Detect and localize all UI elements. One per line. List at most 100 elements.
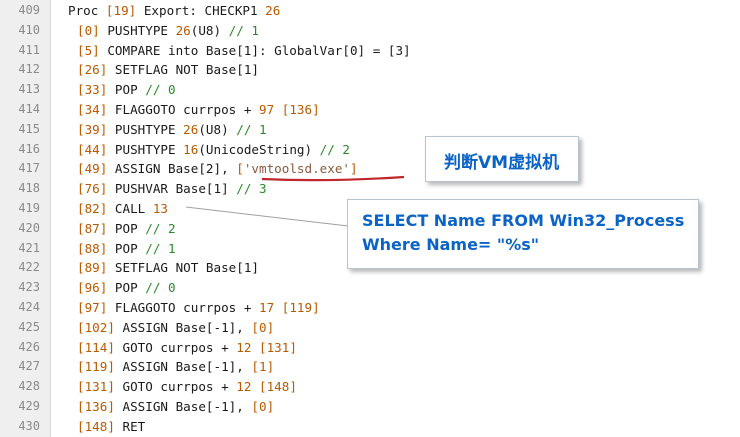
code-line[interactable]: 412[26] SETFLAG NOT Base[1] <box>0 60 740 80</box>
code-line[interactable]: 429[136] ASSIGN Base[-1], [0] <box>0 397 740 417</box>
code-text: [0] PUSHTYPE 26(U8) // 1 <box>68 21 259 41</box>
code-text: [148] RET <box>68 417 145 437</box>
code-token: // 0 <box>145 280 176 296</box>
code-token: [19] <box>105 3 137 18</box>
code-token: [82] <box>77 200 108 216</box>
code-token: [102] <box>77 319 115 335</box>
code-token: 16 <box>183 141 199 157</box>
line-number: 428 <box>18 379 40 394</box>
code-text: [34] FLAGGOTO currpos + 97 [136] <box>68 100 320 120</box>
code-token: [5] <box>77 42 100 58</box>
code-token: [88] <box>77 240 108 256</box>
code-token: // 0 <box>145 82 176 98</box>
code-line[interactable]: 414[34] FLAGGOTO currpos + 97 [136] <box>0 100 740 120</box>
code-token: [136] <box>281 101 320 117</box>
code-line[interactable]: 426 [114] GOTO currpos + 12 [131] <box>0 338 740 358</box>
wmi-query-line-2: Where Name= "%s" <box>362 235 540 254</box>
code-token: // 1 <box>145 240 176 256</box>
code-line[interactable]: 430[148] RET <box>0 417 740 437</box>
code-token: GOTO currpos + <box>114 379 237 395</box>
code-line[interactable]: 418 [76] PUSHVAR Base[1] // 3 <box>0 179 740 199</box>
code-text: Proc [19] Export: CHECKP1 26 <box>68 1 280 21</box>
code-token: 'vmtoolsd.exe' <box>243 161 350 177</box>
code-token: [1] <box>251 359 275 375</box>
code-token: 13 <box>152 200 169 216</box>
code-token: PUSHTYPE <box>107 141 184 157</box>
code-token: 26 <box>175 22 191 38</box>
code-token: [131] <box>259 339 297 355</box>
code-line[interactable]: 411[5] COMPARE into Base[1]: GlobalVar[0… <box>0 41 740 61</box>
code-token: [0] <box>251 398 275 414</box>
line-number: 409 <box>18 3 40 17</box>
vm-detection-callout: 判断VM虚拟机 <box>425 136 579 182</box>
code-token: [131] <box>77 379 115 395</box>
code-line[interactable]: 417 [49] ASSIGN Base[2], ['vmtoolsd.exe'] <box>0 159 740 179</box>
code-token: ASSIGN Base[-1], <box>114 319 252 335</box>
code-token: 12 <box>236 339 252 355</box>
code-token: PUSHVAR Base[1] <box>107 181 237 197</box>
code-token: 12 <box>236 379 252 395</box>
code-token: [148] <box>77 418 115 434</box>
line-number: 418 <box>18 181 40 196</box>
code-token: // 2 <box>319 141 351 157</box>
code-text: [82] CALL 13 <box>68 199 168 219</box>
code-token: POP <box>107 240 146 256</box>
code-token: [ <box>236 161 244 177</box>
code-token: FLAGGOTO currpos + <box>107 299 259 315</box>
code-line[interactable]: 410[0] PUSHTYPE 26(U8) // 1 <box>0 21 740 41</box>
line-number: 416 <box>18 141 40 156</box>
code-token: PUSHTYPE <box>107 121 184 137</box>
code-token: [0] <box>251 319 275 335</box>
code-token: [114] <box>77 339 115 355</box>
code-token: CALL <box>107 200 153 216</box>
code-line[interactable]: 415[39] PUSHTYPE 26(U8) // 1 <box>0 120 740 140</box>
code-token: POP <box>107 280 146 296</box>
code-token: [96] <box>77 280 108 296</box>
code-text: [49] ASSIGN Base[2], ['vmtoolsd.exe'] <box>68 159 358 179</box>
line-number: 419 <box>18 200 40 215</box>
wmi-query-line-1: SELECT Name FROM Win32_Process <box>362 211 685 230</box>
code-text: [97] FLAGGOTO currpos + 17 [119] <box>68 298 320 318</box>
code-text: [131] GOTO currpos + 12 [148] <box>68 377 297 397</box>
code-token: // 1 <box>236 121 267 137</box>
code-token: ] <box>350 161 358 177</box>
vmtoolsd-underline <box>261 175 405 182</box>
code-token: PUSHTYPE <box>99 22 176 38</box>
code-line[interactable]: 422[89] SETFLAG NOT Base[1] <box>0 258 740 278</box>
code-line[interactable]: 409 Proc [19] Export: CHECKP1 26 <box>0 1 740 21</box>
line-number: 417 <box>18 161 40 176</box>
line-number-gutter <box>0 0 51 437</box>
code-line[interactable]: 427[119] ASSIGN Base[-1], [1] <box>0 357 740 377</box>
code-line[interactable]: 428 [131] GOTO currpos + 12 [148] <box>0 377 740 397</box>
code-line[interactable]: 416 [44] PUSHTYPE 16(UnicodeString) // 2 <box>0 140 740 160</box>
code-line[interactable]: 419 [82] CALL 13 <box>0 199 740 219</box>
code-token: COMPARE into Base[1]: GlobalVar[0] = [3] <box>99 42 411 58</box>
code-line[interactable]: 423[96] POP // 0 <box>0 278 740 298</box>
code-line[interactable]: 413[33] POP // 0 <box>0 80 740 100</box>
code-token: [76] <box>77 181 108 197</box>
code-line[interactable]: 424[97] FLAGGOTO currpos + 17 [119] <box>0 298 740 318</box>
code-text: [44] PUSHTYPE 16(UnicodeString) // 2 <box>68 140 350 160</box>
code-line[interactable]: 425 [102] ASSIGN Base[-1], [0] <box>0 318 740 338</box>
code-line[interactable]: 420[87] POP // 2 <box>0 219 740 239</box>
code-text: [119] ASSIGN Base[-1], [1] <box>68 357 274 377</box>
code-token: ASSIGN Base[-1], <box>114 359 252 375</box>
code-token: (UnicodeString) <box>198 141 320 157</box>
code-text: [89] SETFLAG NOT Base[1] <box>68 258 259 278</box>
code-text: [5] COMPARE into Base[1]: GlobalVar[0] =… <box>68 41 411 61</box>
code-token: RET <box>114 418 146 434</box>
code-line[interactable]: 421[88] POP // 1 <box>0 239 740 259</box>
code-token: SETFLAG NOT Base[1] <box>107 260 259 276</box>
code-token: [136] <box>77 398 115 414</box>
code-token: [119] <box>77 359 115 375</box>
line-number: 425 <box>18 319 40 334</box>
code-token: // 2 <box>145 220 176 236</box>
code-token: [49] <box>77 161 108 177</box>
code-token: GOTO currpos + <box>114 339 237 355</box>
code-token: Export: CHECKP1 <box>136 3 266 18</box>
code-text: [87] POP // 2 <box>68 219 176 239</box>
code-text: [76] PUSHVAR Base[1] // 3 <box>68 179 267 199</box>
line-number: 426 <box>18 339 40 354</box>
code-text: [114] GOTO currpos + 12 [131] <box>68 338 297 358</box>
